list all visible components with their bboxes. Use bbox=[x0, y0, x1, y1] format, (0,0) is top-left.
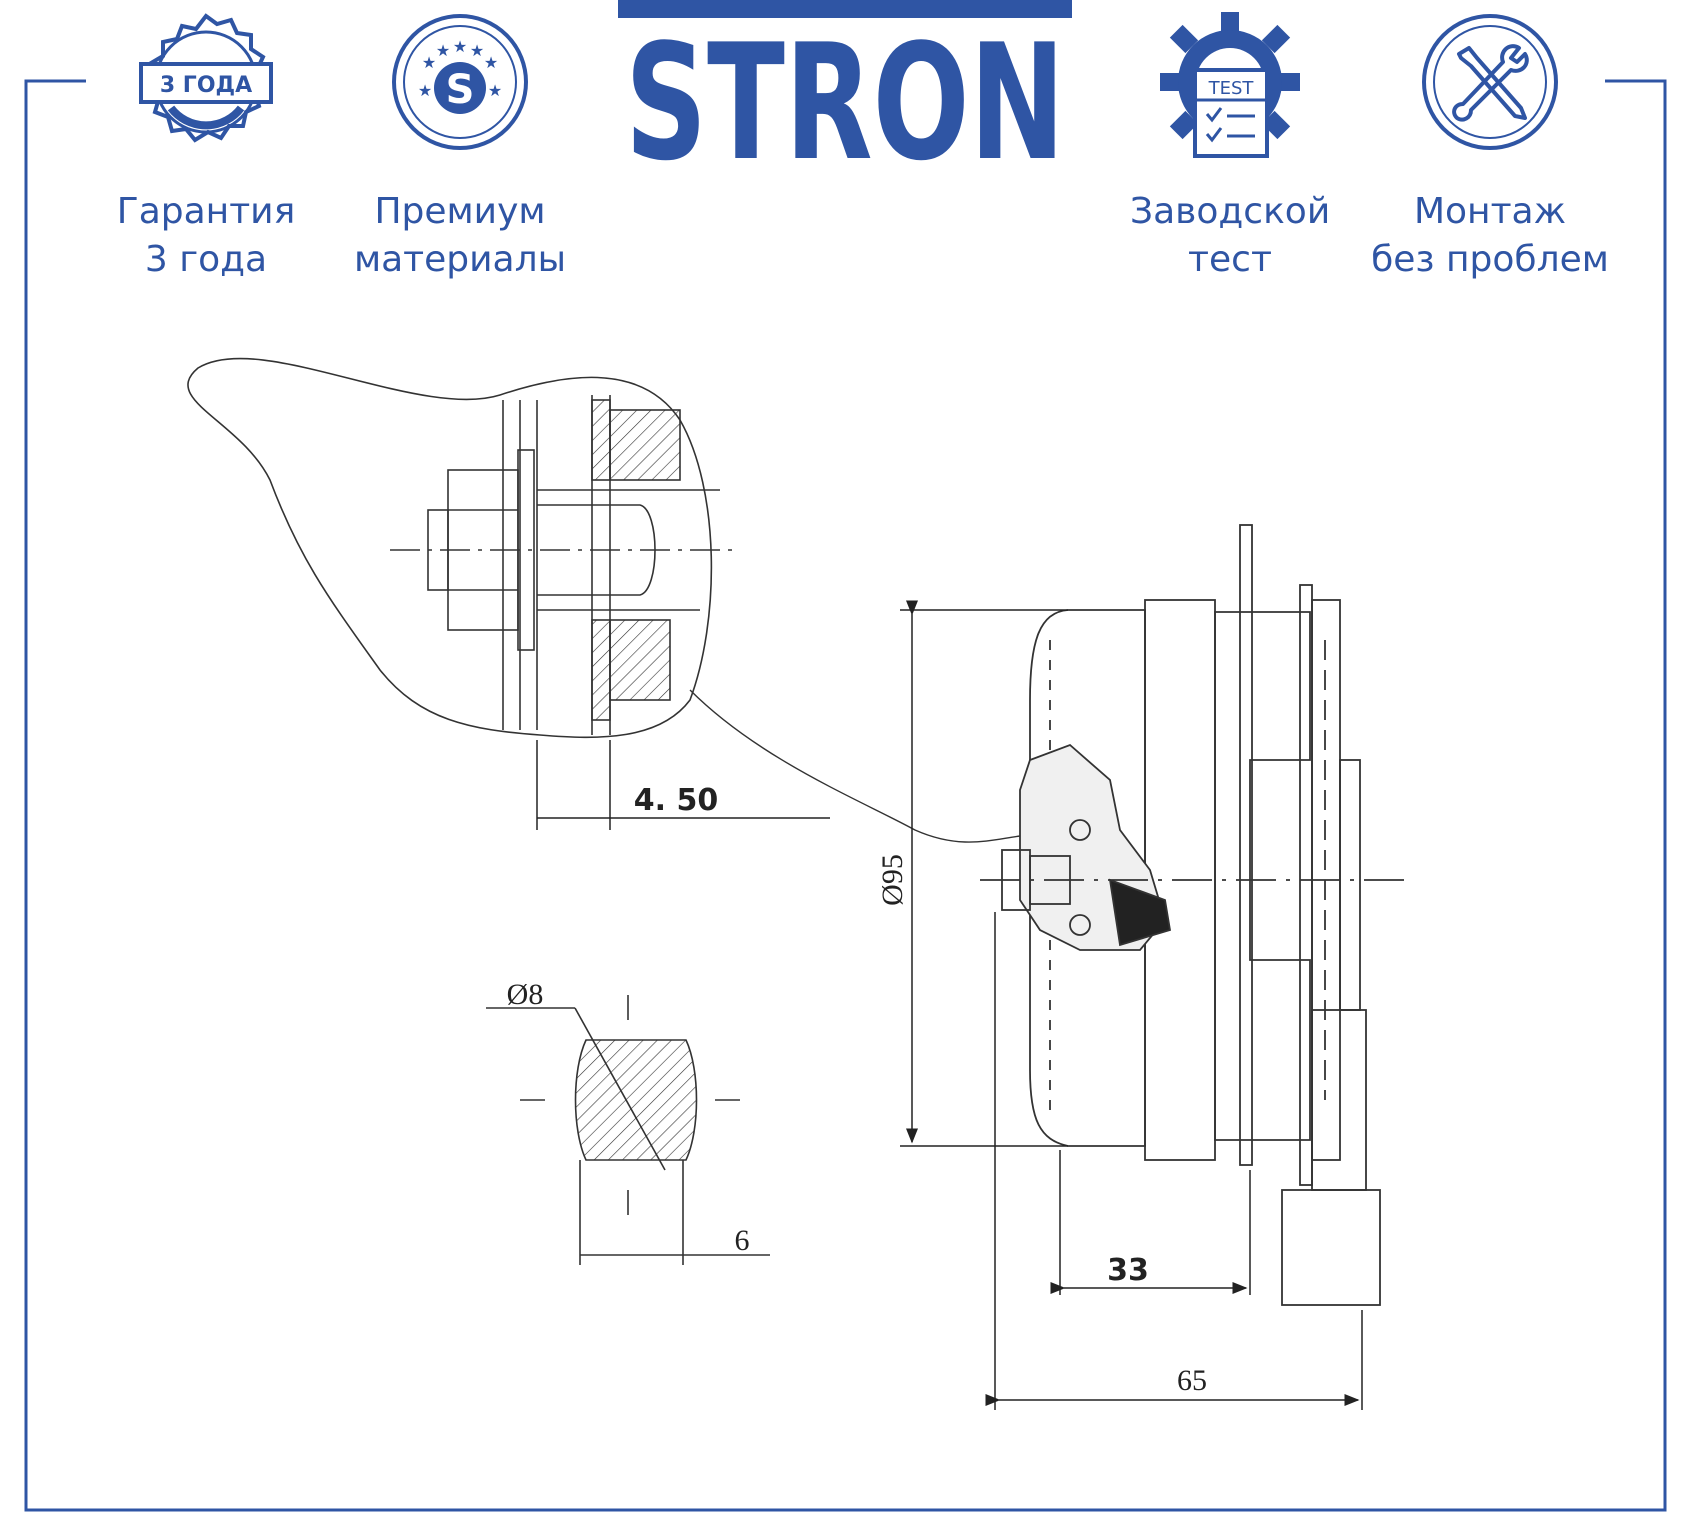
svg-text:★: ★ bbox=[422, 53, 436, 72]
badge-warranty-line1: Гарантия bbox=[116, 191, 296, 232]
svg-text:★: ★ bbox=[418, 81, 432, 100]
dim-shaft-diameter-label: Ø8 bbox=[507, 978, 544, 1011]
dimension-95 bbox=[900, 600, 1068, 1147]
svg-text:★: ★ bbox=[488, 81, 502, 100]
svg-text:★: ★ bbox=[484, 53, 498, 72]
badge-premium-line1: Премиум bbox=[374, 191, 546, 232]
dim-shaft-flat-label: 6 bbox=[735, 1224, 750, 1257]
dimension-65 bbox=[985, 912, 1363, 1410]
badge-test: TEST Заводской тест bbox=[1130, 12, 1330, 284]
badge-premium: S ★ ★ ★ ★ ★ ★ ★ Премиум материалы bbox=[350, 12, 570, 284]
dimension-33 bbox=[1050, 1150, 1251, 1295]
badge-test-line2: тест bbox=[1188, 239, 1272, 280]
dim-total-length-label: 65 bbox=[1177, 1364, 1207, 1397]
tools-icon bbox=[1422, 14, 1558, 150]
svg-text:★: ★ bbox=[470, 41, 484, 60]
svg-text:★: ★ bbox=[436, 41, 450, 60]
dim-4-50-label: 4. 50 bbox=[634, 783, 718, 818]
detail-view bbox=[187, 357, 740, 739]
badge-warranty: 3 ГОДА Гарантия 3 года bbox=[106, 12, 306, 284]
badge-warranty-line2: 3 года bbox=[144, 239, 268, 280]
badge-tools-line2: без проблем bbox=[1371, 239, 1609, 280]
badge-tools: Монтаж без проблем bbox=[1370, 12, 1610, 284]
svg-text:★: ★ bbox=[453, 37, 467, 56]
gear-test-icon: TEST bbox=[1160, 12, 1300, 158]
dimension-4-50 bbox=[536, 740, 830, 830]
premium-s-icon: S ★ ★ ★ ★ ★ ★ ★ bbox=[392, 14, 528, 150]
dim-body-diameter-label: Ø95 bbox=[876, 854, 909, 906]
badge-premium-line2: материалы bbox=[353, 239, 567, 280]
badge-tools-line1: Монтаж bbox=[1413, 191, 1567, 232]
motor-side-view bbox=[980, 524, 1410, 1306]
warranty-seal-icon: 3 ГОДА bbox=[139, 13, 273, 143]
dim-mount-depth-label: 33 bbox=[1107, 1253, 1149, 1288]
shaft-section bbox=[486, 995, 770, 1265]
premium-s-text: S bbox=[446, 67, 475, 113]
badge-test-line1: Заводской bbox=[1130, 191, 1331, 232]
warranty-seal-text: 3 ГОДА bbox=[160, 73, 252, 98]
test-text: TEST bbox=[1208, 78, 1255, 99]
